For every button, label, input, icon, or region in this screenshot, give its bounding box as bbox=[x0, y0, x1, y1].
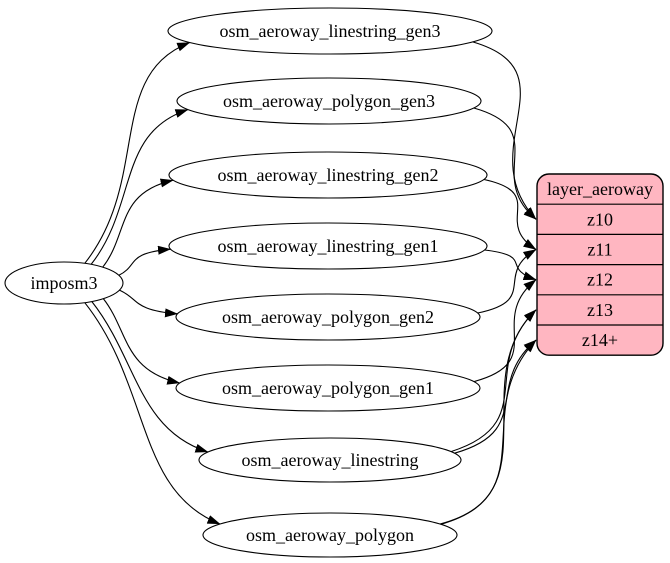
edge-imposm3-to-osm_aeroway_polygon_gen1 bbox=[102, 298, 181, 385]
source-node-imposm3-label: imposm3 bbox=[30, 273, 97, 293]
edge-imposm3-to-osm_aeroway_polygon bbox=[84, 302, 221, 525]
edge-osm_aeroway_linestring_gen2-to-layer_aeroway-z11 bbox=[483, 178, 537, 250]
table-node-osm_aeroway_linestring: osm_aeroway_linestring bbox=[198, 437, 462, 483]
nodes-layer: imposm3 osm_aeroway_linestring_gen3 osm_ae… bbox=[4, 7, 664, 558]
edge-imposm3-to-osm_aeroway_linestring_gen1 bbox=[118, 245, 171, 276]
table-node-osm_aeroway_polygon_gen3: osm_aeroway_polygon_gen3 bbox=[176, 77, 482, 125]
edge-osm_aeroway_linestring_gen1-to-layer_aeroway-z12 bbox=[484, 249, 537, 281]
table-node-osm_aeroway_linestring_gen2: osm_aeroway_linestring_gen2 bbox=[168, 151, 488, 199]
edge-imposm3-to-osm_aeroway_polygon_gen2 bbox=[119, 289, 178, 318]
edge-osm_aeroway_polygon-to-layer_aeroway-z13 bbox=[439, 309, 537, 525]
table-node-osm_aeroway_linestring_gen3: osm_aeroway_linestring_gen3 bbox=[167, 7, 493, 55]
edge-osm_aeroway_linestring_gen3-to-layer_aeroway-z10 bbox=[472, 41, 537, 220]
table-node-osm_aeroway_polygon_gen1-label: osm_aeroway_polygon_gen1 bbox=[222, 378, 434, 398]
table-node-osm_aeroway_linestring_gen2-shape bbox=[168, 151, 488, 199]
edge-osm_aeroway_polygon_gen3-to-layer_aeroway-z10 bbox=[473, 107, 537, 220]
layer-row-z12-label: z12 bbox=[587, 270, 613, 290]
edge-osm_aeroway_polygon-to-layer_aeroway-z14+ bbox=[440, 339, 537, 525]
source-node-imposm3-shape bbox=[4, 261, 124, 305]
table-node-osm_aeroway_polygon_gen1: osm_aeroway_polygon_gen1 bbox=[175, 364, 481, 412]
edge-imposm3-to-osm_aeroway_polygon_gen3 bbox=[90, 109, 189, 265]
edge-osm_aeroway_polygon_gen2-to-layer_aeroway-z11 bbox=[477, 249, 537, 314]
edge-imposm3-to-osm_aeroway_linestring_gen2 bbox=[102, 178, 174, 268]
table-node-osm_aeroway_polygon-shape bbox=[202, 512, 458, 558]
table-node-osm_aeroway_polygon_gen2: osm_aeroway_polygon_gen2 bbox=[175, 293, 481, 341]
table-node-osm_aeroway_polygon_gen3-label: osm_aeroway_polygon_gen3 bbox=[223, 91, 435, 111]
layer-row-z11-label: z11 bbox=[587, 240, 612, 260]
edges-layer bbox=[84, 41, 537, 525]
source-node-imposm3: imposm3 bbox=[4, 261, 124, 305]
table-node-osm_aeroway_linestring_gen1: osm_aeroway_linestring_gen1 bbox=[168, 222, 488, 270]
edge-imposm3-to-osm_aeroway_linestring bbox=[91, 301, 209, 453]
table-node-osm_aeroway_linestring_gen1-label: osm_aeroway_linestring_gen1 bbox=[218, 236, 439, 256]
edge-osm_aeroway_polygon_gen1-to-layer_aeroway-z12 bbox=[473, 279, 537, 383]
layer-node-title: layer_aeroway bbox=[547, 179, 653, 199]
table-node-osm_aeroway_polygon-label: osm_aeroway_polygon bbox=[246, 525, 414, 545]
table-node-osm_aeroway_polygon: osm_aeroway_polygon bbox=[202, 512, 458, 558]
edge-imposm3-to-osm_aeroway_linestring_gen3 bbox=[84, 41, 191, 264]
table-node-osm_aeroway_polygon_gen1-shape bbox=[175, 364, 481, 412]
table-node-osm_aeroway_linestring-shape bbox=[198, 437, 462, 483]
table-node-osm_aeroway_polygon_gen3-shape bbox=[176, 77, 482, 125]
layer-row-z13-label: z13 bbox=[587, 300, 613, 320]
layer-row-z10-label: z10 bbox=[587, 209, 613, 229]
table-node-osm_aeroway_polygon_gen2-label: osm_aeroway_polygon_gen2 bbox=[222, 307, 434, 327]
table-node-osm_aeroway_linestring-label: osm_aeroway_linestring bbox=[242, 450, 419, 470]
layer-row-z14+-label: z14+ bbox=[582, 330, 618, 350]
table-node-osm_aeroway_linestring_gen3-shape bbox=[167, 7, 493, 55]
layer-node: layer_aeroway z10 z11 z12 z13 z14+ bbox=[536, 173, 664, 356]
table-node-osm_aeroway_linestring_gen3-label: osm_aeroway_linestring_gen3 bbox=[220, 21, 441, 41]
table-node-osm_aeroway_linestring_gen2-label: osm_aeroway_linestring_gen2 bbox=[218, 165, 439, 185]
